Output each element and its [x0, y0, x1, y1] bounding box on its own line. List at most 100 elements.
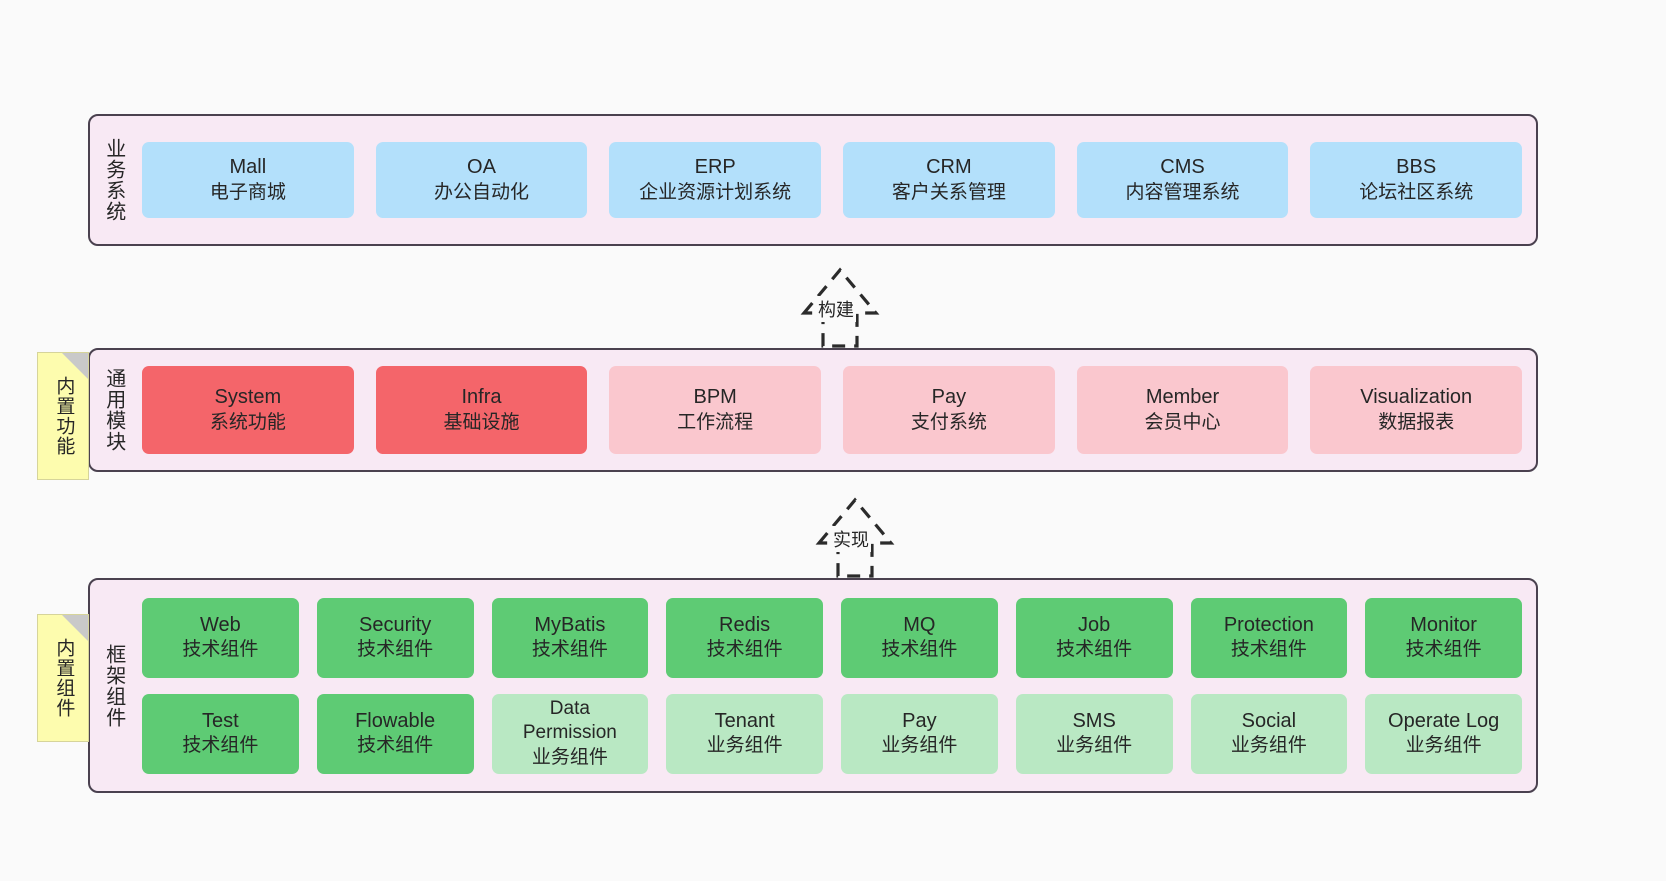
note-builtin-components: 内置组件: [37, 614, 89, 742]
card-sms-subtitle: 业务组件: [1056, 735, 1133, 757]
card-test-subtitle: 技术组件: [182, 735, 259, 757]
card-job[interactable]: Job 技术组件: [1015, 597, 1173, 678]
layer-common-modules-body: System 系统功能 Infra 基础设施 BPM 工作流程 Pay 支付系统…: [136, 350, 1536, 470]
card-visualization-subtitle: 数据报表: [1378, 411, 1455, 433]
card-bbs[interactable]: BBS 论坛社区系统: [1310, 142, 1523, 218]
card-erp-title: ERP: [694, 156, 736, 179]
connector-implement-label: 实现: [831, 526, 871, 552]
framework-row-technical: Web 技术组件 Security 技术组件 MyBatis 技术组件 Redi…: [142, 597, 1522, 678]
layer-common-modules: 通用模块 System 系统功能 Infra 基础设施 BPM 工作流程 Pay…: [88, 348, 1538, 472]
card-redis-title: Redis: [719, 613, 771, 636]
card-mall-title: Mall: [229, 156, 267, 179]
card-member-subtitle: 会员中心: [1144, 411, 1221, 433]
card-bpm[interactable]: BPM 工作流程: [609, 366, 822, 454]
card-cms-subtitle: 内容管理系统: [1125, 181, 1240, 203]
card-job-title: Job: [1078, 613, 1111, 636]
card-data-permission-subtitle: 业务组件: [531, 746, 608, 768]
card-crm[interactable]: CRM 客户关系管理: [843, 142, 1055, 218]
card-pay-component-subtitle: 业务组件: [881, 735, 958, 757]
card-data-permission[interactable]: Data Permission 业务组件: [491, 693, 649, 774]
card-security[interactable]: Security 技术组件: [316, 597, 474, 678]
card-member-title: Member: [1145, 386, 1220, 409]
layer-framework-components-body: Web 技术组件 Security 技术组件 MyBatis 技术组件 Redi…: [136, 580, 1536, 791]
card-job-subtitle: 技术组件: [1056, 639, 1133, 661]
note-builtin-functions: 内置功能: [37, 352, 89, 480]
card-protection-title: Protection: [1223, 613, 1314, 636]
card-monitor-subtitle: 技术组件: [1405, 639, 1482, 661]
card-visualization[interactable]: Visualization 数据报表: [1310, 366, 1523, 454]
framework-row-business: Test 技术组件 Flowable 技术组件 Data Permission …: [142, 693, 1522, 774]
card-sms-title: SMS: [1072, 709, 1116, 732]
card-mybatis-subtitle: 技术组件: [531, 639, 608, 661]
card-mq-subtitle: 技术组件: [881, 639, 958, 661]
card-bpm-title: BPM: [693, 386, 737, 409]
note-fold-corner-icon: [62, 615, 88, 641]
card-pay-component[interactable]: Pay 业务组件: [841, 693, 998, 774]
card-visualization-title: Visualization: [1360, 386, 1473, 409]
card-cms[interactable]: CMS 内容管理系统: [1076, 142, 1289, 218]
card-mall[interactable]: Mall 电子商城: [142, 142, 354, 218]
card-security-subtitle: 技术组件: [357, 639, 434, 661]
card-monitor[interactable]: Monitor 技术组件: [1365, 597, 1522, 678]
card-web[interactable]: Web 技术组件: [142, 597, 299, 678]
layer-common-modules-label: 通用模块: [102, 368, 125, 452]
card-crm-title: CRM: [926, 156, 972, 179]
card-data-permission-title: Data Permission: [522, 698, 617, 744]
card-system[interactable]: System 系统功能: [142, 366, 354, 454]
business-card-row: Mall 电子商城 OA 办公自动化 ERP 企业资源计划系统 CRM 客户关系…: [142, 142, 1523, 218]
card-redis[interactable]: Redis 技术组件: [666, 597, 823, 678]
card-flowable-title: Flowable: [355, 709, 436, 732]
layer-framework-components: 框架组件 Web 技术组件 Security 技术组件 MyBatis 技术组件…: [88, 578, 1538, 793]
card-pay-component-title: Pay: [902, 709, 937, 732]
card-web-title: Web: [199, 613, 241, 636]
connector-implement-arrow: 实现: [775, 488, 935, 583]
card-monitor-title: Monitor: [1410, 613, 1477, 636]
card-infra-title: Infra: [461, 386, 502, 409]
note-builtin-functions-text: 内置功能: [53, 376, 75, 456]
card-flowable[interactable]: Flowable 技术组件: [316, 693, 474, 774]
card-redis-subtitle: 技术组件: [706, 639, 783, 661]
card-tenant-subtitle: 业务组件: [706, 735, 783, 757]
card-erp-subtitle: 企业资源计划系统: [639, 181, 792, 203]
card-mq[interactable]: MQ 技术组件: [841, 597, 998, 678]
layer-business-system: 业务系统 Mall 电子商城 OA 办公自动化 ERP 企业资源计划系统 CRM…: [88, 114, 1538, 246]
card-protection[interactable]: Protection 技术组件: [1190, 597, 1348, 678]
card-oa-subtitle: 办公自动化: [434, 181, 530, 203]
note-fold-corner-icon: [62, 353, 88, 379]
card-test[interactable]: Test 技术组件: [142, 693, 299, 774]
card-tenant[interactable]: Tenant 业务组件: [666, 693, 823, 774]
card-erp[interactable]: ERP 企业资源计划系统: [609, 142, 822, 218]
layer-business-system-body: Mall 电子商城 OA 办公自动化 ERP 企业资源计划系统 CRM 客户关系…: [136, 116, 1536, 244]
card-system-title: System: [214, 386, 282, 409]
card-pay-module-subtitle: 支付系统: [910, 411, 987, 433]
card-mq-title: MQ: [903, 613, 936, 636]
module-card-row: System 系统功能 Infra 基础设施 BPM 工作流程 Pay 支付系统…: [142, 366, 1523, 454]
card-sms[interactable]: SMS 业务组件: [1015, 693, 1173, 774]
card-bbs-subtitle: 论坛社区系统: [1359, 181, 1474, 203]
card-operate-log[interactable]: Operate Log 业务组件: [1365, 693, 1522, 774]
card-member[interactable]: Member 会员中心: [1076, 366, 1289, 454]
card-tenant-title: Tenant: [714, 709, 775, 732]
card-pay-module[interactable]: Pay 支付系统: [843, 366, 1055, 454]
layer-framework-components-label: 框架组件: [102, 643, 125, 728]
card-social[interactable]: Social 业务组件: [1190, 693, 1348, 774]
card-mybatis[interactable]: MyBatis 技术组件: [491, 597, 649, 678]
card-infra-subtitle: 基础设施: [443, 411, 520, 433]
connector-build-label: 构建: [816, 296, 856, 322]
card-protection-subtitle: 技术组件: [1230, 639, 1307, 661]
card-test-title: Test: [202, 709, 239, 732]
card-pay-module-title: Pay: [931, 386, 967, 409]
card-mall-subtitle: 电子商城: [209, 181, 286, 203]
card-security-title: Security: [359, 613, 432, 636]
card-mybatis-title: MyBatis: [534, 613, 606, 636]
card-infra[interactable]: Infra 基础设施: [375, 366, 588, 454]
card-bbs-title: BBS: [1396, 156, 1437, 179]
card-oa[interactable]: OA 办公自动化: [375, 142, 588, 218]
connector-build-arrow: 构建: [760, 258, 920, 353]
layer-business-system-label: 业务系统: [102, 138, 125, 222]
card-bpm-subtitle: 工作流程: [677, 411, 754, 433]
card-social-title: Social: [1241, 709, 1297, 732]
card-cms-title: CMS: [1160, 156, 1205, 179]
card-system-subtitle: 系统功能: [209, 411, 286, 433]
